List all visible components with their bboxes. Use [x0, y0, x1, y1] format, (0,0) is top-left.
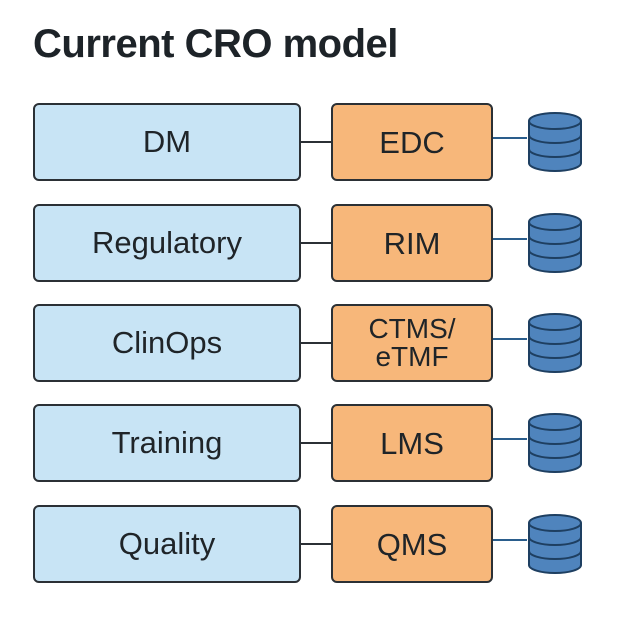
- department-label: Regulatory: [92, 225, 242, 260]
- connector-line: [301, 141, 331, 143]
- system-box-ctms-etmf: CTMS/ eTMF: [331, 304, 493, 382]
- department-label: DM: [142, 124, 192, 159]
- connector-line: [301, 543, 331, 545]
- database-connector: [493, 438, 527, 440]
- row-regulatory: Regulatory RIM: [0, 204, 627, 284]
- row-dm: DM EDC: [0, 103, 627, 183]
- database-connector: [493, 137, 527, 139]
- system-box-rim: RIM: [331, 204, 493, 282]
- system-label: LMS: [380, 425, 444, 461]
- system-label: EDC: [379, 124, 445, 160]
- department-box-quality: Quality: [33, 505, 301, 583]
- diagram-title: Current CRO model: [33, 22, 398, 66]
- system-label: RIM: [383, 225, 441, 261]
- system-label: QMS: [376, 526, 448, 562]
- department-box-regulatory: Regulatory: [33, 204, 301, 282]
- department-label: Training: [111, 425, 223, 460]
- database-icon: [528, 213, 582, 273]
- row-training: Training LMS: [0, 404, 627, 484]
- database-connector: [493, 539, 527, 541]
- connector-line: [301, 242, 331, 244]
- connector-line: [301, 342, 331, 344]
- database-connector: [493, 338, 527, 340]
- row-clinops: ClinOps CTMS/ eTMF: [0, 304, 627, 384]
- system-box-qms: QMS: [331, 505, 493, 583]
- system-box-lms: LMS: [331, 404, 493, 482]
- database-icon: [528, 112, 582, 172]
- system-label: CTMS/ eTMF: [368, 313, 456, 372]
- database-icon: [528, 313, 582, 373]
- system-box-edc: EDC: [331, 103, 493, 181]
- connector-line: [301, 442, 331, 444]
- department-box-clinops: ClinOps: [33, 304, 301, 382]
- department-box-training: Training: [33, 404, 301, 482]
- database-connector: [493, 238, 527, 240]
- database-icon: [528, 514, 582, 574]
- database-icon: [528, 413, 582, 473]
- department-box-dm: DM: [33, 103, 301, 181]
- department-label: ClinOps: [111, 325, 223, 360]
- row-quality: Quality QMS: [0, 505, 627, 585]
- department-label: Quality: [118, 526, 216, 561]
